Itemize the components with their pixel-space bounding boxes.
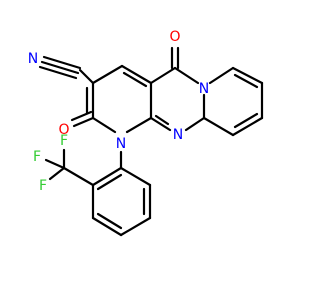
bond-nitrile-triple-b [42, 55, 82, 70]
bond-c2-oxo-b [70, 110, 93, 122]
bond-cf3-f1 [44, 158, 66, 170]
bond-c2-oxo-a [72, 116, 95, 128]
bond-ar6-ar1 [91, 166, 123, 187]
bond-n6-c7 [208, 66, 235, 85]
bond-ar4-ar5 [91, 216, 123, 237]
bond-ar6-cf3 [62, 166, 95, 187]
bond-n11-c10a [149, 116, 172, 132]
bond-c3-c4 [91, 64, 124, 85]
atom-oxo-oxygen-top: O [169, 29, 180, 45]
atom-nitrile-nitrogen: N [28, 51, 38, 67]
bond-ar3-ar4 [119, 216, 152, 237]
bond-ar4-ar5-inner [96, 212, 123, 230]
bond-cf3-f3 [48, 166, 66, 181]
bond-c10a-n1 [125, 116, 153, 134]
bond-c7-c8-inner [233, 73, 259, 89]
bond-c9-c10-double [231, 116, 264, 137]
bond-c4-c4a-double [120, 64, 153, 85]
bond-c4a-c5 [149, 66, 177, 85]
bond-c7-c8-double [231, 66, 264, 85]
molecule-structure-diagram: N O O N N N F F F [28, 29, 264, 237]
atom-oxo-oxygen-left: O [58, 122, 69, 138]
atom-fluorine-1: F [33, 149, 41, 165]
bond-c9-c10-inner [233, 112, 259, 129]
bond-nitrile-triple-a [40, 60, 80, 75]
atom-fluorine-3: F [39, 178, 47, 194]
atom-label-layer: N O O N N N F F F [28, 29, 209, 194]
bond-ar6-ar1-inner [96, 173, 123, 191]
bond-c5-n6 [173, 66, 200, 85]
atom-ring-nitrogen-aryl: N [116, 136, 126, 152]
bond-n11-c10a-inner [154, 114, 170, 126]
bond-layer [38, 46, 264, 237]
bond-c11a-n11 [184, 116, 206, 132]
bond-n1-c2 [91, 116, 117, 134]
bond-c10-c11a [202, 116, 235, 137]
atom-ring-nitrogen-imine: N [173, 127, 183, 143]
bond-nitrile-triple-c [38, 65, 78, 80]
bond-ar1-ar2 [119, 166, 152, 187]
atom-ring-nitrogen-bridgehead: N [199, 81, 209, 97]
bond-nitrile-C-ring [78, 68, 95, 85]
atom-fluorine-2: F [60, 133, 68, 149]
bond-c4-c4a-inner [122, 71, 148, 88]
